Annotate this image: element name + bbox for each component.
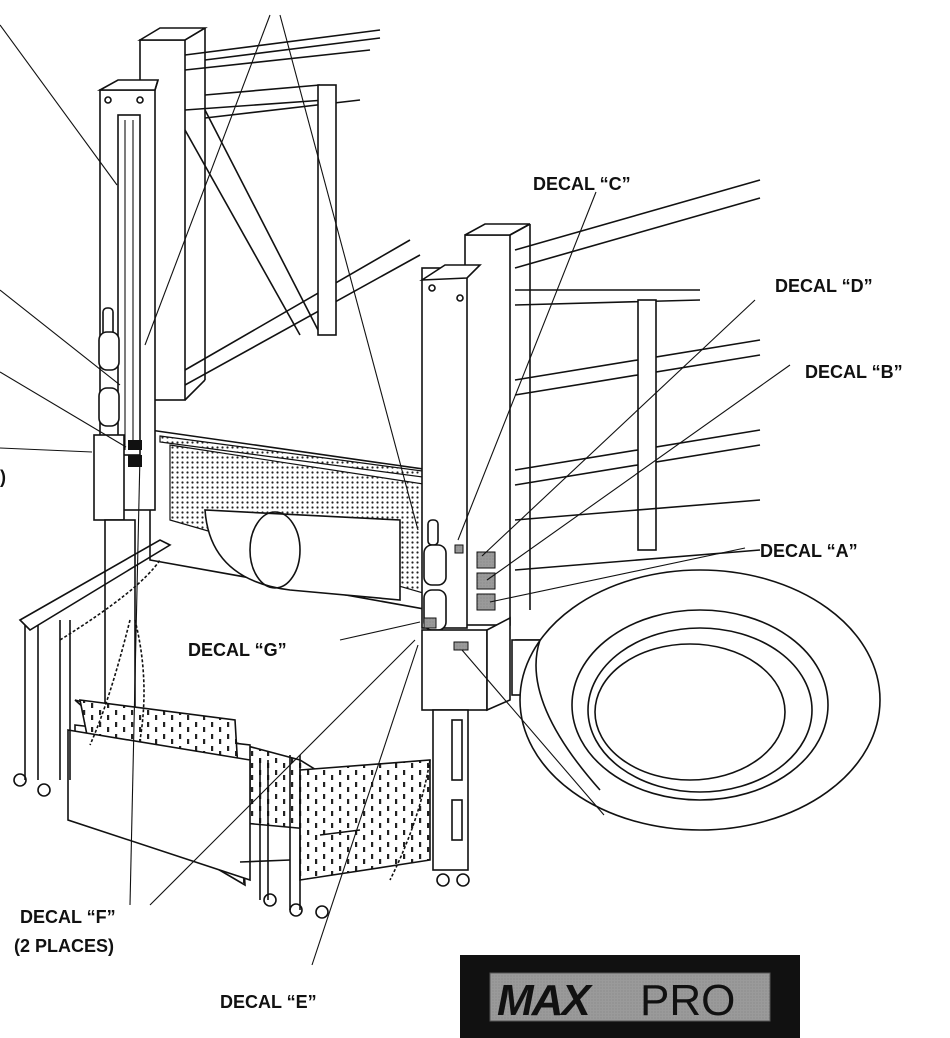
- decal-a-mark: [476, 593, 496, 611]
- decal-e-mark: [453, 641, 469, 651]
- leader-decal-a: [489, 547, 746, 603]
- label-decal-g: DECAL “G”: [188, 640, 287, 660]
- decal-g-mark: [423, 617, 437, 629]
- left-carriage: [93, 434, 125, 521]
- lift-platform: [13, 539, 431, 919]
- platform-right-half: [299, 759, 431, 881]
- leader-top-right: [279, 14, 419, 531]
- label-cut-off: ): [0, 467, 6, 487]
- label-decal-f-places: (2 PLACES): [14, 936, 114, 956]
- logo-panel: [489, 972, 771, 1022]
- leader-top-left: [144, 14, 271, 346]
- leader-left-2: [0, 289, 121, 386]
- wheel-outer: [519, 569, 881, 831]
- leader-decal-f-2: [149, 639, 416, 906]
- leader-left-1: [0, 24, 118, 186]
- decal-f-mark-1: [128, 440, 142, 450]
- leader-left-3: [0, 371, 127, 448]
- decal-f-mark-2: [128, 455, 142, 467]
- fuel-tank: [204, 509, 401, 601]
- side-post-right: [637, 299, 657, 551]
- lift-post-left: [93, 79, 160, 771]
- logo-text-bold: MAX: [497, 976, 593, 1025]
- label-decal-a: DECAL “A”: [760, 541, 858, 561]
- decal-c-mark: [454, 544, 464, 554]
- label-decal-e: DECAL “E”: [220, 992, 317, 1012]
- right-lower-mast: [432, 709, 469, 871]
- label-decal-c: DECAL “C”: [533, 174, 631, 194]
- leader-decal-f-1: [129, 454, 141, 906]
- roll-stop-flap: [67, 729, 251, 882]
- leader-decal-e: [311, 644, 419, 966]
- decal-d-mark: [476, 551, 496, 569]
- leader-lines: [0, 14, 791, 966]
- label-decal-d: DECAL “D”: [775, 276, 873, 296]
- leader-decal-d: [481, 299, 756, 557]
- leader-decal-c: [457, 191, 597, 541]
- side-post: [317, 84, 337, 336]
- truck-frame: [137, 27, 881, 831]
- label-decal-b: DECAL “B”: [805, 362, 903, 382]
- lift-post-right: [419, 223, 531, 887]
- leader-decal-b: [486, 364, 791, 581]
- leader-left-4: [0, 447, 93, 453]
- decal-b-mark: [476, 572, 496, 590]
- maxpro-logo: MAX PRO: [460, 955, 800, 1038]
- leader-decal-g: [339, 621, 421, 641]
- leader-maxpro: [461, 649, 605, 816]
- logo-text-light: PRO: [640, 976, 735, 1025]
- label-decal-f: DECAL “F”: [20, 907, 116, 927]
